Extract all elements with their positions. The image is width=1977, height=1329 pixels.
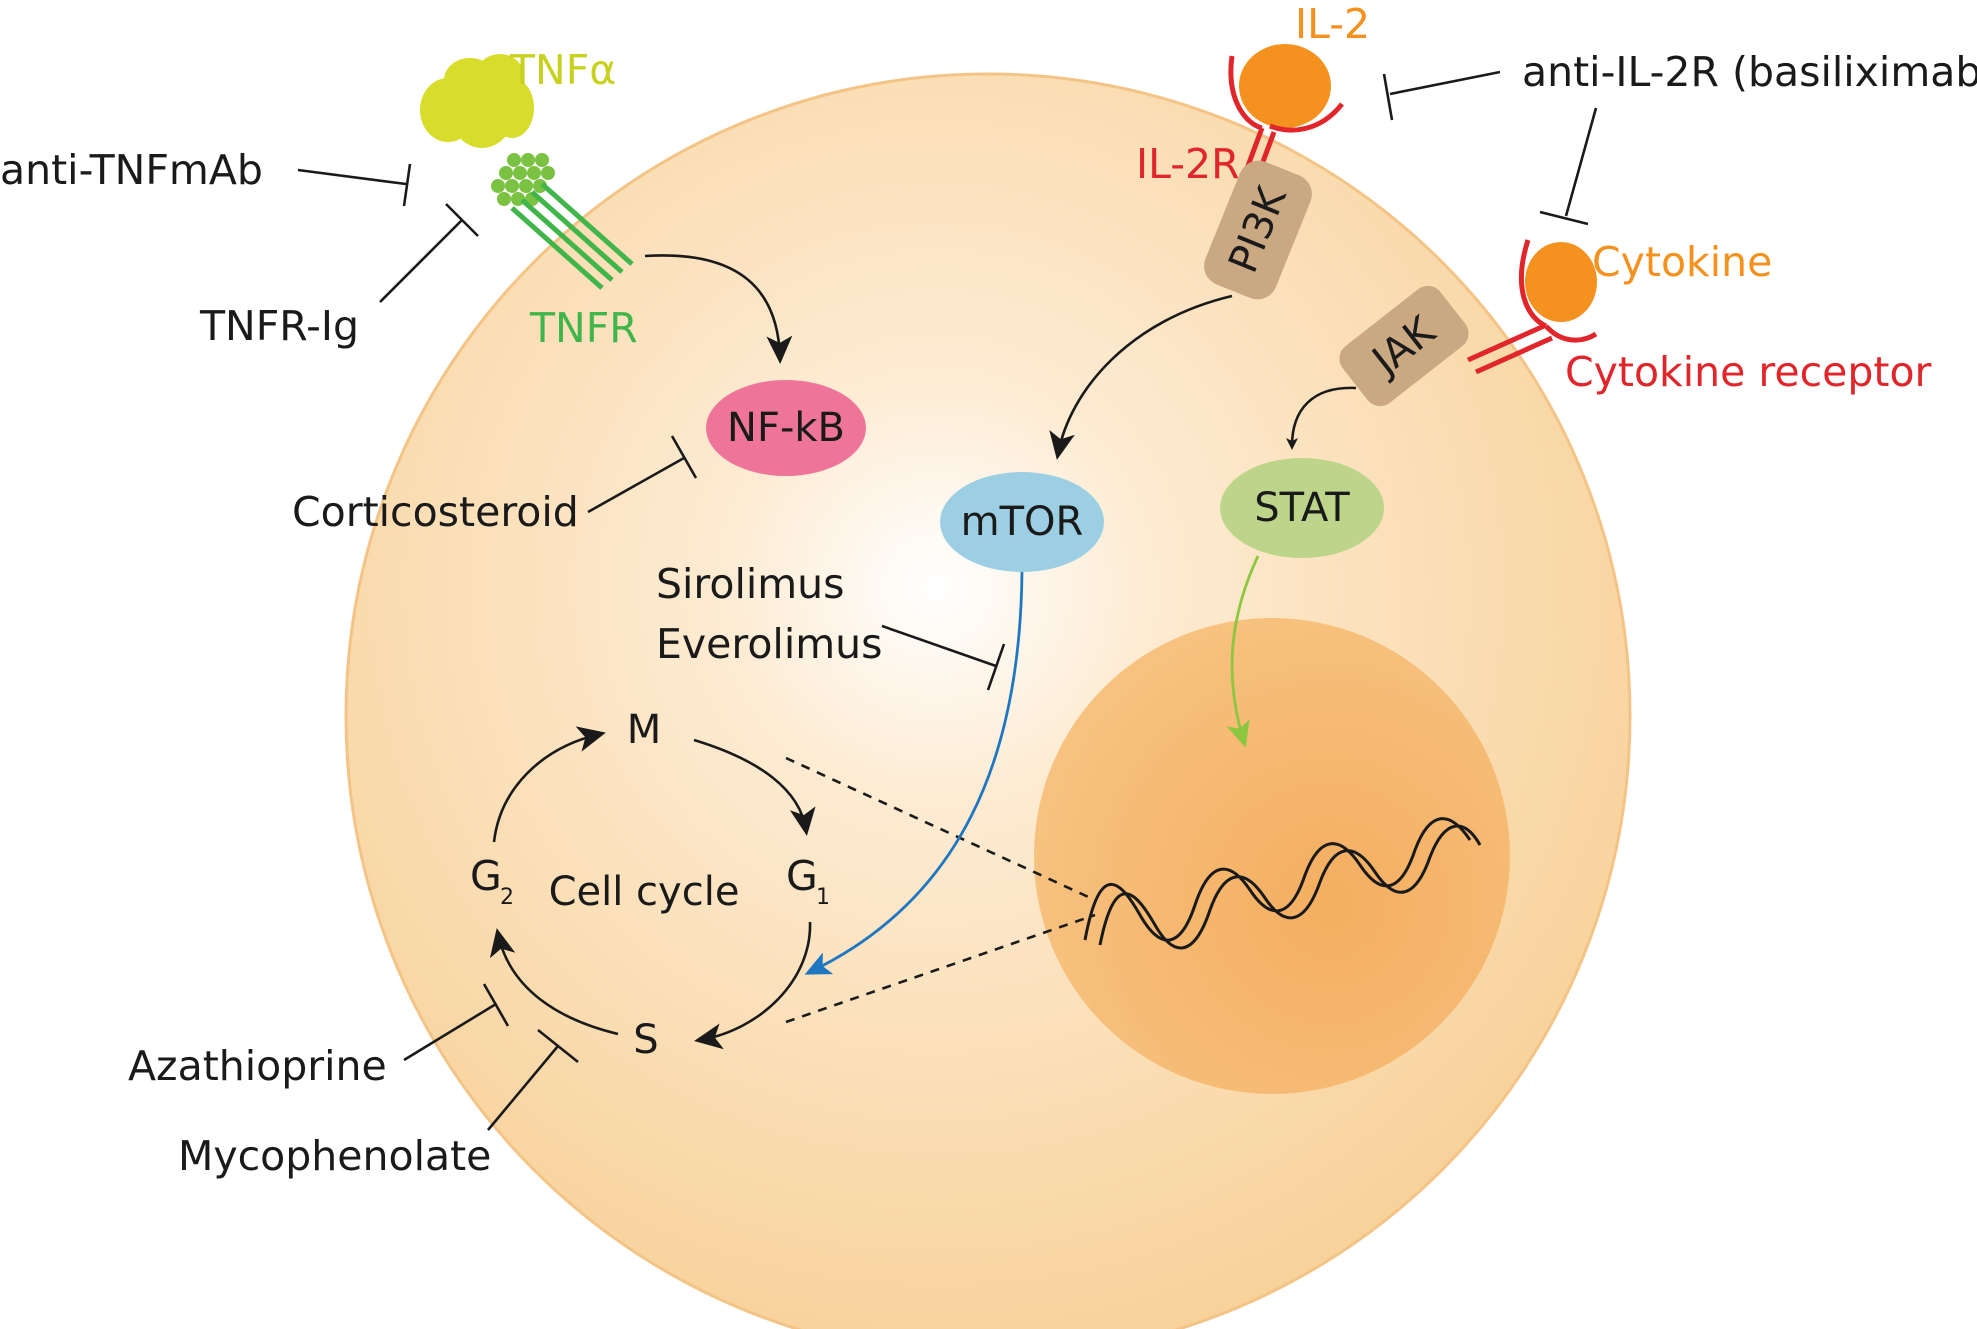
g2-to-m-arrow	[492, 726, 606, 843]
g1-to-s-arrow	[694, 921, 812, 1050]
tnf-alpha-ligand	[420, 54, 534, 148]
tnfr-receptor	[491, 153, 634, 290]
dna-helix-icon	[1083, 817, 1482, 950]
il2-label: IL-2	[1295, 0, 1370, 48]
corticosteroid-inhibitor-bar	[670, 435, 698, 479]
sirolimus-label: Sirolimus	[656, 560, 845, 608]
pi3k-to-mtor-arrow	[1049, 294, 1233, 460]
everolimus-label: Everolimus	[656, 620, 883, 668]
cell-cycle-title: Cell cycle	[549, 869, 740, 915]
nucleus	[1034, 618, 1510, 1094]
anti-tnf-inhibitor-bar	[402, 163, 412, 207]
svg-text:1: 1	[816, 885, 830, 910]
azathioprine-inhibitor-line	[403, 1002, 497, 1062]
phase-g1: G 1	[786, 852, 830, 910]
svg-text:2: 2	[500, 885, 514, 910]
il2r-label: IL-2R	[1136, 140, 1240, 188]
tnfr-ig-inhibitor-bar	[445, 203, 479, 237]
stat-to-nucleus-arrow	[1226, 555, 1260, 748]
cytokine-receptor-label: Cytokine receptor	[1565, 348, 1932, 396]
s-to-g2-arrow	[489, 928, 619, 1036]
nfkb-node	[706, 380, 866, 476]
nfkb-label: NF-kB	[727, 405, 845, 451]
dna-to-s-connector	[785, 913, 1096, 1024]
corticosteroid-inhibitor-line	[587, 456, 685, 514]
anti-il2r-label: anti-IL-2R (basiliximab)	[1522, 48, 1977, 96]
phase-g2: G 2	[470, 852, 514, 910]
azathioprine-inhibitor-bar	[482, 983, 510, 1027]
mycophenolate-inhibitor-bar	[537, 1028, 579, 1064]
tnf-alpha-label: TNFα	[509, 46, 616, 94]
anti-tnf-inhibitor-line	[297, 168, 407, 186]
anti-tnf-label: anti-TNFmAb	[0, 146, 263, 194]
mtor-to-cell-cycle-arrow	[804, 571, 1024, 975]
mtor-label: mTOR	[961, 499, 1084, 545]
jak-to-stat-arrow	[1286, 386, 1357, 450]
anti-il2r-to-il2-bar	[1382, 73, 1394, 121]
phase-m: M	[627, 707, 662, 753]
sirolimus-inhibitor-line	[881, 624, 997, 668]
tnfr-ig-label: TNFR-Ig	[199, 302, 359, 350]
pi3k-node: PI3K	[1204, 160, 1312, 300]
mtor-node	[940, 472, 1104, 572]
anti-il2r-to-cytokine-line	[1564, 107, 1598, 217]
phase-s: S	[633, 1017, 658, 1063]
tnfr-label: TNFR	[529, 304, 638, 352]
dna-to-m-connector	[785, 756, 1096, 902]
anti-il2r-to-cytokine-bar	[1539, 210, 1589, 226]
stat-label: STAT	[1254, 485, 1350, 531]
stat-node	[1220, 458, 1384, 558]
anti-il2r-to-il2-line	[1389, 70, 1501, 96]
cytokine-receptor	[1466, 239, 1598, 375]
svg-text:G: G	[470, 852, 502, 900]
tnfr-to-nfkb-arrow	[644, 254, 793, 364]
cytokine-label: Cytokine	[1592, 238, 1772, 286]
corticosteroid-label: Corticosteroid	[292, 488, 579, 536]
mycophenolate-label: Mycophenolate	[178, 1132, 491, 1180]
azathioprine-label: Azathioprine	[128, 1042, 387, 1090]
cytokine-ligand	[1525, 242, 1597, 322]
m-to-g1-arrow	[693, 738, 816, 836]
mycophenolate-inhibitor-line	[487, 1045, 559, 1131]
il2-ligand	[1239, 44, 1331, 128]
svg-text:G: G	[786, 852, 818, 900]
sirolimus-inhibitor-bar	[986, 643, 1006, 691]
tnfr-ig-inhibitor-line	[379, 219, 463, 303]
